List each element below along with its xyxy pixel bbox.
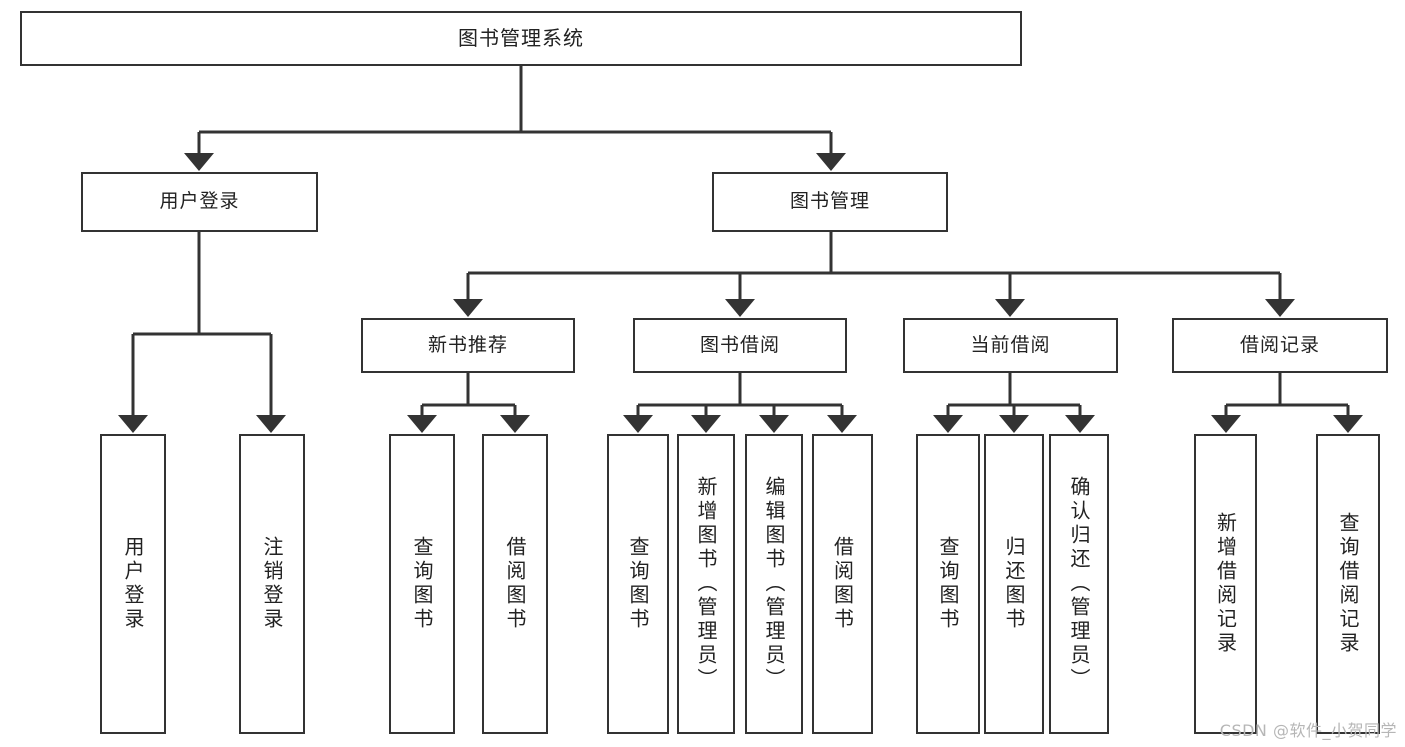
leaf-confirm-return-admin[interactable]: 确认归还（管理员） bbox=[1049, 434, 1109, 734]
leaf-query-borrow-record[interactable]: 查询借阅记录 bbox=[1316, 434, 1380, 734]
node-book-borrow[interactable]: 图书借阅 bbox=[633, 318, 847, 373]
leaf-borrow-book-recommend[interactable]: 借阅图书 bbox=[482, 434, 548, 734]
leaf-query-book-recommend-label: 查询图书 bbox=[410, 536, 434, 632]
node-borrow-record-label: 借阅记录 bbox=[1239, 333, 1320, 356]
leaf-logout-label: 注销登录 bbox=[260, 536, 284, 632]
leaf-add-book-admin[interactable]: 新增图书（管理员） bbox=[677, 434, 735, 734]
leaf-query-book-borrow[interactable]: 查询图书 bbox=[607, 434, 669, 734]
leaf-return-book-label: 归还图书 bbox=[1002, 536, 1026, 632]
leaf-query-book-recommend[interactable]: 查询图书 bbox=[389, 434, 455, 734]
node-borrow-record[interactable]: 借阅记录 bbox=[1172, 318, 1388, 373]
node-user-login-label: 用户登录 bbox=[159, 190, 240, 213]
node-current-borrow[interactable]: 当前借阅 bbox=[903, 318, 1118, 373]
leaf-add-borrow-record-label: 新增借阅记录 bbox=[1213, 512, 1238, 656]
leaf-user-login[interactable]: 用户登录 bbox=[100, 434, 166, 734]
leaf-borrow-book-label: 借阅图书 bbox=[830, 536, 855, 632]
node-book-borrow-label: 图书借阅 bbox=[699, 333, 780, 356]
leaf-query-book-current[interactable]: 查询图书 bbox=[916, 434, 980, 734]
node-book-management-label: 图书管理 bbox=[789, 190, 870, 213]
node-current-borrow-label: 当前借阅 bbox=[970, 333, 1051, 356]
leaf-edit-book-admin-label: 编辑图书（管理员） bbox=[762, 476, 786, 692]
watermark: CSDN @软件_小贺同学 bbox=[1219, 721, 1397, 740]
leaf-confirm-return-admin-label: 确认归还（管理员） bbox=[1067, 476, 1091, 692]
leaf-borrow-book-recommend-label: 借阅图书 bbox=[503, 536, 527, 632]
leaf-add-book-admin-label: 新增图书（管理员） bbox=[694, 476, 718, 692]
leaf-user-login-label: 用户登录 bbox=[121, 536, 145, 632]
node-user-login[interactable]: 用户登录 bbox=[81, 172, 318, 232]
leaf-add-borrow-record[interactable]: 新增借阅记录 bbox=[1194, 434, 1257, 734]
leaf-logout[interactable]: 注销登录 bbox=[239, 434, 305, 734]
leaf-borrow-book[interactable]: 借阅图书 bbox=[812, 434, 873, 734]
leaf-query-borrow-record-label: 查询借阅记录 bbox=[1336, 512, 1360, 656]
node-new-book-recommend[interactable]: 新书推荐 bbox=[361, 318, 575, 373]
leaf-query-book-borrow-label: 查询图书 bbox=[626, 536, 650, 632]
node-root[interactable]: 图书管理系统 bbox=[20, 11, 1022, 66]
leaf-edit-book-admin[interactable]: 编辑图书（管理员） bbox=[745, 434, 803, 734]
leaf-query-book-current-label: 查询图书 bbox=[936, 536, 960, 632]
node-new-book-recommend-label: 新书推荐 bbox=[427, 333, 508, 356]
node-root-label: 图书管理系统 bbox=[458, 26, 584, 50]
node-book-management[interactable]: 图书管理 bbox=[712, 172, 948, 232]
leaf-return-book[interactable]: 归还图书 bbox=[984, 434, 1044, 734]
